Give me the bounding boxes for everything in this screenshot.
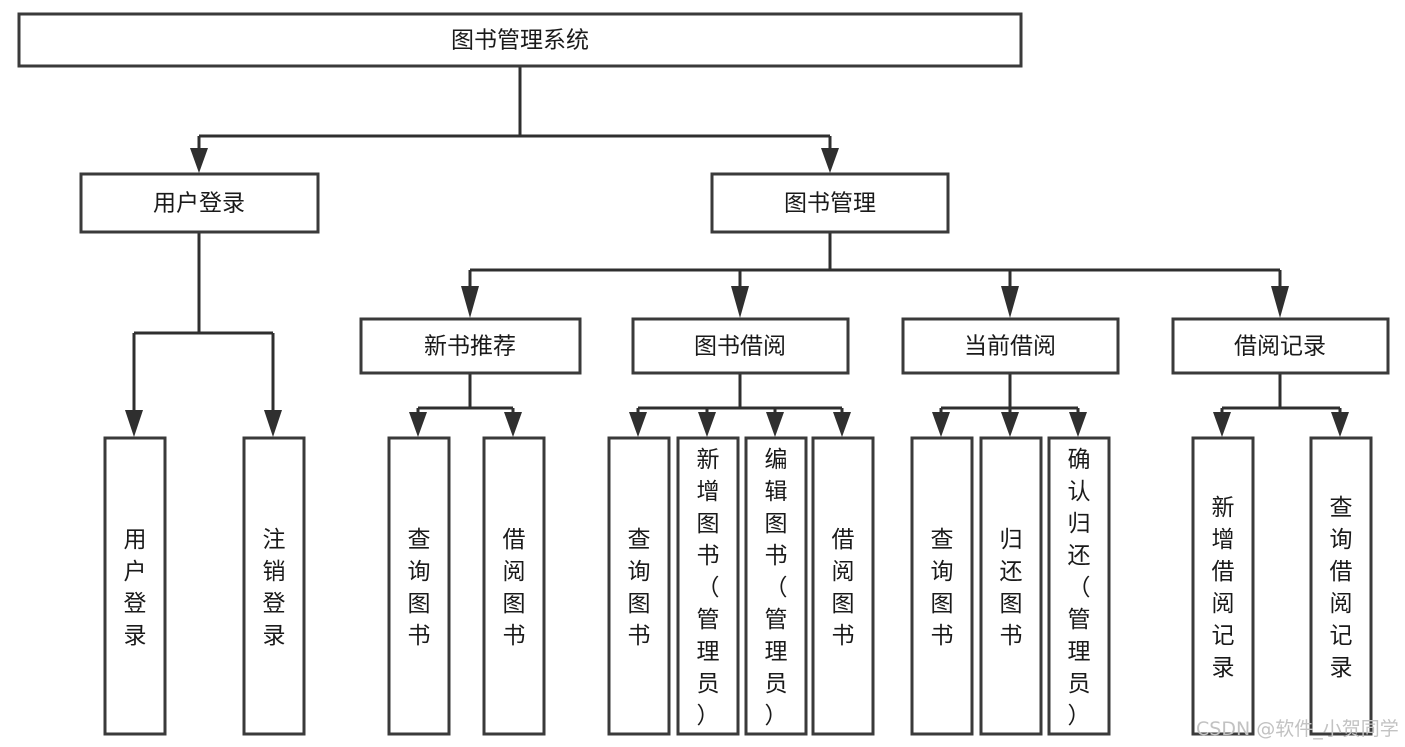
arrow-nbr-leaf-1 (409, 412, 427, 437)
node-leaf-borrow-book-2[interactable]: 借阅图书 (811, 436, 875, 736)
arrow-cb-leaf-3 (1069, 412, 1087, 437)
node-leaf-borrow-book-1-label: 借阅图书 (503, 527, 526, 649)
arrow-bb-leaf-1 (629, 412, 647, 437)
node-leaf-query-record-box[interactable] (1309, 436, 1373, 736)
node-book-borrow[interactable]: 图书借阅 (631, 317, 850, 375)
node-root[interactable]: 图书管理系统 (17, 12, 1023, 68)
node-leaf-query-book-2-label: 查询图书 (628, 527, 651, 649)
node-leaf-query-book-1-label: 查询图书 (408, 527, 431, 649)
node-leaf-logout[interactable]: 注销登录 (242, 436, 306, 736)
arrow-cb-leaf-1 (932, 412, 950, 437)
node-book-manage-box[interactable] (710, 172, 950, 234)
node-leaf-return-book[interactable]: 归还图书 (979, 436, 1043, 736)
node-leaf-query-record-label: 查询借阅记录 (1330, 495, 1353, 681)
node-leaf-query-record[interactable]: 查询借阅记录 (1309, 436, 1373, 736)
node-book-borrow-box[interactable] (631, 317, 850, 375)
arrow-bb-leaf-3 (766, 412, 784, 437)
node-leaf-borrow-book-2-label: 借阅图书 (832, 527, 855, 649)
node-leaf-confirm-return-label: 确认归还（管理员） (1068, 447, 1091, 729)
node-user-login[interactable]: 用户登录 (79, 172, 320, 234)
connector-layer (125, 66, 1349, 437)
node-new-book-rec[interactable]: 新书推荐 (359, 317, 582, 375)
node-leaf-add-book-box[interactable] (676, 436, 740, 736)
node-leaf-add-book-label: 新增图书（管理员） (697, 447, 720, 729)
node-leaf-user-login[interactable]: 用户登录 (103, 436, 167, 736)
node-leaf-edit-book-label: 编辑图书（管理员） (765, 447, 788, 729)
node-book-manage-label: 图书管理 (784, 191, 876, 217)
node-leaf-add-book[interactable]: 新增图书（管理员） (676, 436, 740, 736)
node-current-borrow[interactable]: 当前借阅 (901, 317, 1120, 375)
arrow-br-leaf-1 (1213, 412, 1231, 437)
node-leaf-edit-book[interactable]: 编辑图书（管理员） (744, 436, 808, 736)
node-leaf-borrow-book-1[interactable]: 借阅图书 (482, 436, 546, 736)
node-leaf-query-book-2[interactable]: 查询图书 (607, 436, 671, 736)
arrow-root-to-user-login (190, 148, 208, 173)
node-leaf-add-record-label: 新增借阅记录 (1212, 495, 1235, 681)
node-leaf-query-book-3[interactable]: 查询图书 (910, 436, 974, 736)
arrow-bm-to-new-book-rec (461, 286, 479, 318)
node-leaf-query-book-1-box[interactable] (387, 436, 451, 736)
node-leaf-add-record-box[interactable] (1191, 436, 1255, 736)
node-book-borrow-label: 图书借阅 (694, 334, 786, 360)
node-new-book-rec-label: 新书推荐 (424, 334, 516, 360)
node-root-label: 图书管理系统 (451, 28, 589, 54)
node-leaf-logout-label: 注销登录 (263, 527, 286, 649)
arrow-bm-to-book-borrow (731, 286, 749, 318)
node-leaf-add-record[interactable]: 新增借阅记录 (1191, 436, 1255, 736)
arrow-bm-to-current-borrow (1001, 286, 1019, 318)
arrow-cb-leaf-2 (1001, 412, 1019, 437)
node-leaf-logout-box[interactable] (242, 436, 306, 736)
node-root-box[interactable] (17, 12, 1023, 68)
node-borrow-record[interactable]: 借阅记录 (1171, 317, 1390, 375)
node-current-borrow-label: 当前借阅 (964, 334, 1056, 360)
arrow-bb-leaf-4 (833, 412, 851, 437)
node-leaf-edit-book-box[interactable] (744, 436, 808, 736)
arrow-bb-leaf-2 (698, 412, 716, 437)
node-leaf-return-book-label: 归还图书 (1000, 527, 1023, 649)
node-leaf-query-book-3-label: 查询图书 (931, 527, 954, 649)
node-leaf-query-book-2-box[interactable] (607, 436, 671, 736)
arrow-nbr-leaf-2 (504, 412, 522, 437)
node-leaf-confirm-return[interactable]: 确认归还（管理员） (1047, 436, 1111, 736)
node-user-login-box[interactable] (79, 172, 320, 234)
node-user-login-label: 用户登录 (153, 191, 245, 217)
node-new-book-rec-box[interactable] (359, 317, 582, 375)
node-book-manage[interactable]: 图书管理 (710, 172, 950, 234)
arrow-user-login-leaf-2 (264, 410, 282, 437)
node-current-borrow-box[interactable] (901, 317, 1120, 375)
arrow-root-to-book-manage (821, 148, 839, 173)
node-leaf-borrow-book-2-box[interactable] (811, 436, 875, 736)
node-borrow-record-box[interactable] (1171, 317, 1390, 375)
node-leaf-user-login-box[interactable] (103, 436, 167, 736)
node-leaf-confirm-return-box[interactable] (1047, 436, 1111, 736)
node-leaf-borrow-book-1-box[interactable] (482, 436, 546, 736)
arrow-user-login-leaf-1 (125, 410, 143, 437)
node-leaf-return-book-box[interactable] (979, 436, 1043, 736)
node-borrow-record-label: 借阅记录 (1234, 334, 1326, 360)
node-leaf-user-login-label: 用户登录 (124, 527, 147, 649)
arrow-br-leaf-2 (1331, 412, 1349, 437)
csdn-watermark: CSDN @软件_小贺同学 (1196, 718, 1399, 740)
node-leaf-query-book-1[interactable]: 查询图书 (387, 436, 451, 736)
arrow-bm-to-borrow-record (1271, 286, 1289, 318)
node-leaf-query-book-3-box[interactable] (910, 436, 974, 736)
